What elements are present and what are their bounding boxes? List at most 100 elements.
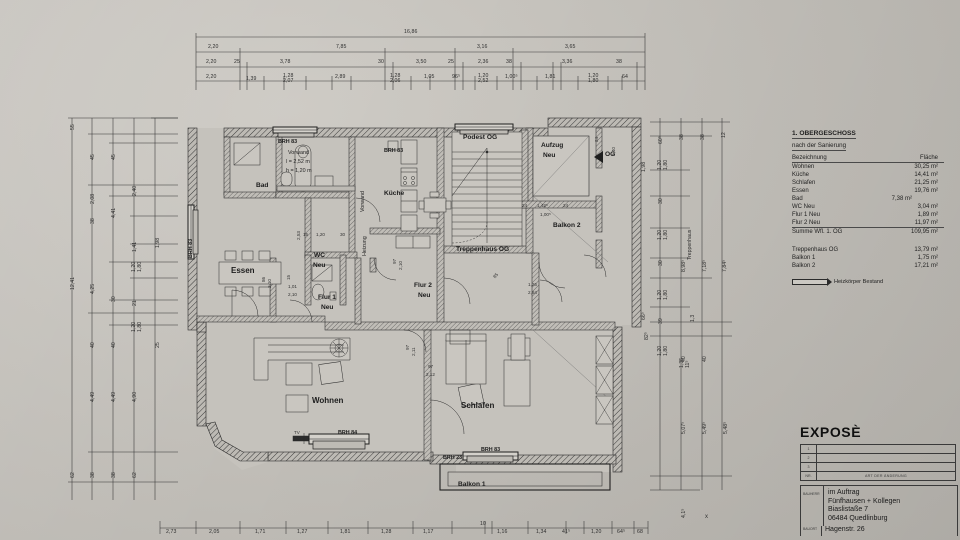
dimension-right-6: 1,80 — [663, 159, 669, 170]
dimension-right-4: 1,98 — [641, 161, 647, 172]
dimension-top4-11: 1,00⁵ — [505, 74, 518, 80]
brh-83-b: BRH 83 — [384, 148, 404, 154]
dimension-left-18: 40 — [90, 342, 96, 348]
dimension-top2-3: 3,65 — [565, 44, 576, 50]
dimension-top4-0: 2,20 — [206, 74, 217, 80]
owner-lines: im Auftrag Fünfhausen + Kollegen Biaslis… — [824, 486, 900, 526]
schedule-room-7: Flur 2 Neu — [792, 219, 867, 228]
dimension-bottom-8: 1,16 — [497, 529, 508, 535]
schedule-col-name: Bezeichnung — [792, 154, 867, 163]
dimension-top2-0: 2,20 — [208, 44, 219, 50]
schedule-room-3: Essen — [792, 188, 809, 194]
dimension-bottom-4: 1,81 — [340, 529, 351, 535]
dimension-top3-9: 38 — [616, 59, 622, 65]
dimension-bottom-3: 1,27 — [297, 529, 308, 535]
room-label-balkon-1: Balkon 1 — [458, 481, 486, 488]
tv-label: TV — [294, 430, 300, 435]
door-tag-flur1-over: 1,01 — [288, 284, 297, 289]
dimension-right-21: 7,84⁵ — [722, 259, 728, 272]
dimension-right-1: 38 — [679, 134, 685, 140]
dimension-top4-15: 64 — [622, 74, 628, 80]
dimension-lines-bottom — [159, 521, 649, 534]
schedule-col-area: Fläche — [866, 154, 944, 163]
dimension-top3-3: 30 — [378, 59, 384, 65]
schedule-subheading: nach der Sanierung — [792, 142, 847, 151]
dimension-right-13: 66⁵ — [641, 312, 647, 320]
vorwand-length: l = 2,52 m — [286, 159, 310, 165]
owner-key: BAUHERR — [801, 486, 824, 527]
dimension-top4-5: 1,28 — [390, 73, 401, 79]
dimension-left-26: 62 — [132, 472, 138, 478]
x-mark: x — [705, 514, 708, 520]
project-block: BAUORT Hagenstr. 26 — [800, 526, 958, 537]
schedule-extra-1: Balkon 1 — [792, 255, 816, 261]
project-line: Hagenstr. 26 — [825, 526, 865, 534]
dimension-top3-4: 3,50 — [416, 59, 427, 65]
dimension-left-3: 2,40 — [132, 185, 138, 196]
dimension-top4-9: 1,20 — [478, 73, 489, 79]
schedule-extra-area-1: 1,75 m² — [917, 255, 938, 261]
dimension-left-20: 4,49 — [90, 391, 96, 402]
interior-dim-140: 1,40 — [611, 147, 616, 156]
revision-nr-3: 3 — [800, 462, 817, 472]
dimension-right-30: 4,1⁵ — [681, 508, 687, 518]
dimension-bottom-11: 1,20 — [591, 529, 602, 535]
interior-dim-15: 15 — [303, 232, 309, 237]
dimension-bottom-9: 1,34 — [536, 529, 547, 535]
dimension-top3-1: 25 — [234, 59, 240, 65]
table-row: NR.ART DER ÄNDERUNG — [800, 471, 956, 481]
dimension-left-15: 1,98 — [155, 237, 161, 248]
dimension-left-1: 45 — [90, 154, 96, 160]
dimension-right-12: 1,80 — [663, 289, 669, 300]
revision-text-2 — [816, 453, 956, 463]
schedule-sum-label: Summe Wfl. 1. OG — [792, 229, 843, 235]
og-marker-label: OG — [605, 151, 616, 158]
door-tag-kueche-over: 97 — [392, 258, 397, 264]
schedule-area-6: 1,89 m² — [917, 212, 938, 218]
owner-line-0: im Auftrag — [828, 489, 860, 496]
room-label-aufzug: Aufzug — [541, 142, 564, 149]
dimension-top2-2: 3,16 — [477, 44, 488, 50]
staircase — [451, 131, 523, 247]
room-label-kueche: Küche — [384, 190, 405, 197]
dimension-right-16: 1,80 — [663, 345, 669, 356]
dimension-right-27: 5,07⁵ — [681, 421, 687, 434]
dimension-top3-8: 3,36 — [562, 59, 573, 65]
dimension-top3-0: 2,20 — [206, 59, 217, 65]
table-row: 2 — [800, 453, 956, 463]
table-row: 3 — [800, 462, 956, 472]
door-tag-balkon2-under: 2,84 — [528, 290, 537, 295]
dimension-top4-4: 2,89 — [335, 74, 346, 80]
dimension-left-9: 1,80 — [137, 261, 143, 272]
vorwand-height: h = 1,20 m — [286, 168, 312, 174]
room-label-flur1: Flur 1 — [318, 294, 336, 301]
dimension-left-5: 1,41 — [132, 241, 138, 252]
dimension-right-9: 1,80 — [663, 229, 669, 240]
owner-line-2: Biaslistaße 7 — [828, 506, 869, 514]
dimension-bottom-6: 1,17 — [423, 529, 434, 535]
room-label-wc: WC — [314, 252, 325, 259]
room-label-aufzug-neu: Neu — [543, 152, 556, 159]
dimension-left-7: 4,41 — [111, 207, 117, 218]
radiators — [192, 129, 514, 463]
dimension-left-25: 38 — [111, 472, 117, 478]
interior-dim-100: 1,00⁵ — [540, 212, 551, 217]
interior-walls — [196, 127, 616, 461]
table-row: 1 — [800, 444, 956, 454]
door-tag-flur1-under: 2,10 — [288, 292, 297, 297]
dimension-left-19: 40 — [111, 342, 117, 348]
dimension-overall-top: 16,86 — [404, 29, 418, 35]
dimension-top4-6: 2,06 — [390, 78, 401, 84]
title-block: EXPOSÈ 1 2 3 NR.ART DER ÄNDERUNG BAUHERR… — [800, 424, 958, 537]
dimension-top2-1: 7,85 — [336, 44, 347, 50]
interior-dim-120: 1,20 — [316, 232, 325, 237]
interior-dim-24b: 24 — [522, 203, 528, 208]
dimension-top4-7: 1,05 — [424, 74, 435, 80]
